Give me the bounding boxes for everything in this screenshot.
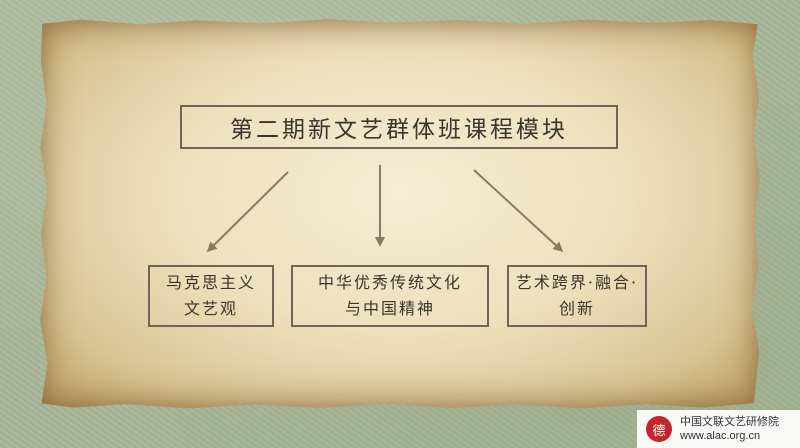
- watermark-logo: 德 中国文联文艺研修院 www.alac.org.cn: [637, 410, 800, 448]
- module-box-art-crossover: 艺术跨界·融合· 创新: [507, 265, 647, 327]
- arrow-to-module-1: [206, 171, 289, 253]
- module-box-marxist-literary-view: 马克思主义 文艺观: [148, 265, 274, 327]
- module-2-line-1: 中华优秀传统文化: [317, 273, 462, 292]
- module-3-line-1: 艺术跨界·融合·: [515, 273, 639, 292]
- watermark-url: www.alac.org.cn: [680, 430, 761, 442]
- diagram-title: 第二期新文艺群体班课程模块: [230, 117, 568, 143]
- seal-icon: 德: [646, 416, 672, 442]
- module-1-line-2: 文艺观: [183, 299, 238, 318]
- module-1-line-1: 马克思主义: [165, 273, 256, 292]
- module-2-line-2: 与中国精神: [344, 299, 435, 318]
- title-box: 第二期新文艺群体班课程模块: [180, 105, 618, 149]
- watermark-text: 中国文联文艺研修院 www.alac.org.cn: [680, 415, 779, 443]
- watermark-org-name: 中国文联文艺研修院: [680, 415, 779, 428]
- arrow-to-module-3: [473, 169, 564, 253]
- aged-paper-scroll: [40, 19, 760, 409]
- module-box-traditional-culture: 中华优秀传统文化 与中国精神: [291, 265, 489, 327]
- module-3-line-2: 创新: [558, 299, 595, 318]
